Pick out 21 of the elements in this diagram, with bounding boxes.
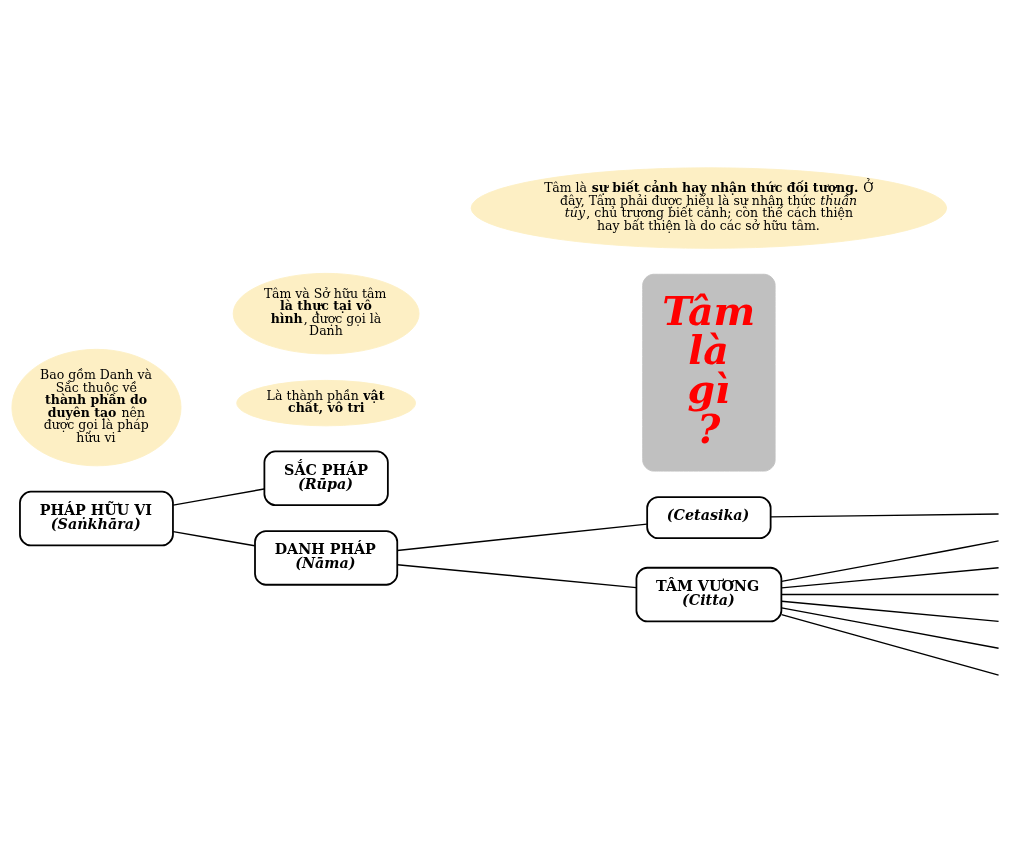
connector: [780, 567, 1000, 589]
connector: [396, 563, 637, 589]
connector: [172, 488, 265, 506]
node-box: TÂM VƯƠNG (Citta): [635, 566, 783, 623]
node-box: (Cetasika): [646, 496, 772, 540]
connector: [780, 607, 1000, 649]
node-ellipse: Tâm và Sở hữu tâm là thực tại vô hình, được gọi là Danh: [232, 272, 420, 355]
connector: [780, 540, 1000, 583]
connector: [396, 523, 648, 552]
node-box: DANH PHÁP (Nāma): [254, 530, 399, 586]
connector: [780, 593, 1000, 596]
connector: [172, 530, 256, 547]
node-ellipse: Bao gồm Danh và Sắc thuộc về thành phần do duyên tạo nên được gọi là pháp hữu vi: [11, 348, 182, 467]
node-box: PHÁP HỮU VI (Saṅkhāra): [19, 490, 174, 547]
node-ellipse: Tâm là sự biết cảnh hay nhận thức đối tượng. Ở đây, Tâm phải được hiểu là sự nhận thức thuần túy, chủ trương biết cảnh; còn thể cách thiện hay bất thiện là do các sở hữu tâm.: [470, 167, 948, 249]
connector: [780, 613, 1000, 676]
node-box: SẮC PHÁP (Rūpa): [263, 450, 389, 506]
connector: [770, 513, 1000, 518]
node-ellipse: Là thành phần vật chất, vô tri: [236, 379, 416, 427]
node-box: Tâm là gì ?: [642, 273, 776, 472]
connector: [780, 600, 1000, 623]
